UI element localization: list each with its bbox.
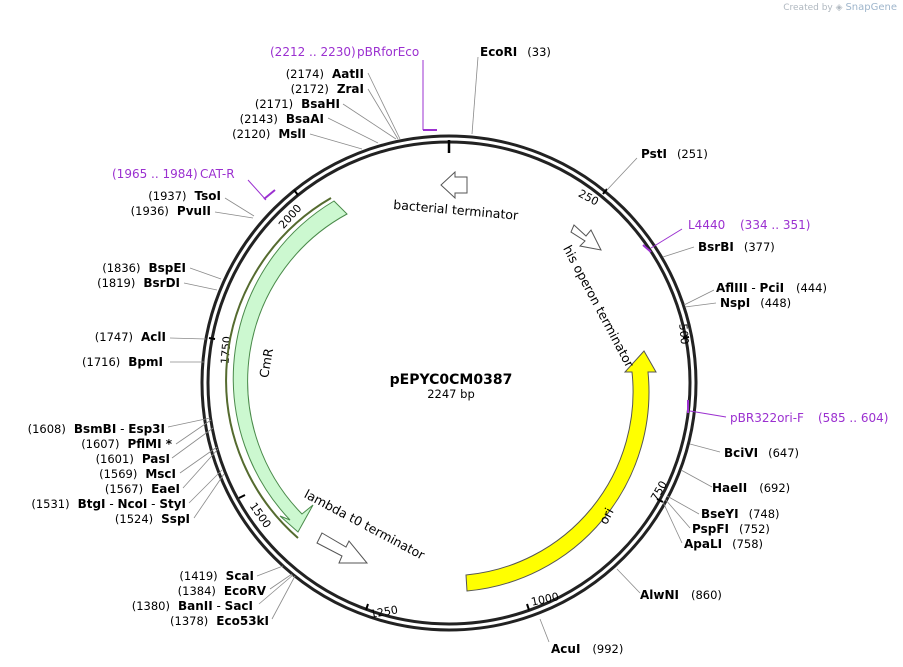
tick-1500-mark [238,494,246,499]
enzyme-aatii[interactable]: (2174)AatII [286,67,364,81]
tick-label-1250: 1250 [369,603,399,621]
feature-label-cmr: CmR [256,347,276,379]
primer-cat-r-name: CAT-R [200,167,235,181]
primer-pbr322ori-f-name: pBR322ori-F [730,411,804,425]
tick-label-1500: 1500 [247,500,274,530]
primer-pbr322ori-f-range: (585 .. 604) [818,411,888,425]
tick-2000-mark [293,189,299,196]
enzyme-bcivi[interactable]: BciVI(647) [724,446,799,460]
primer-pbrforeco-range: (2212 .. 2230) [270,45,356,59]
plasmid-name: pEPYC0CM0387 [390,372,513,388]
enzyme-nspi[interactable]: NspI(448) [720,296,791,310]
enzyme-scai[interactable]: (1419)ScaI [179,569,254,583]
his-operon-terminator-arrow[interactable] [570,224,602,251]
enzyme-psti[interactable]: PstI(251) [641,147,708,161]
enzyme-haeii[interactable]: HaeII(692) [712,481,790,495]
enzyme-tsoi[interactable]: (1937)TsoI [148,189,221,203]
tick-500-mark [682,336,690,339]
enzyme-pasi[interactable]: (1601)PasI [96,452,170,466]
enzyme-ecori[interactable]: EcoRI(33) [480,45,551,59]
ori-feature-arrow[interactable] [465,350,657,592]
enzyme-zrai[interactable]: (2172)ZraI [291,82,364,96]
primer-cat-r-leader [247,179,267,201]
cmr-feature-arrow[interactable] [232,200,348,533]
bacterial-terminator-arrow[interactable] [440,170,468,200]
enzyme-eaei[interactable]: (1567)EaeI [105,482,180,496]
primer-pbr322ori-f-leader [689,410,727,418]
feature-label-his-operon-terminator: his operon terminator [560,243,637,371]
plasmid-size: 2247 bp [427,387,475,401]
credit-prefix: Created by [783,3,833,13]
enzyme-bsrbi[interactable]: BsrBI(377) [698,240,775,254]
tick-1750-mark [208,337,216,340]
enzyme-pflmi[interactable]: (1607)PflMI * [81,437,173,451]
snapgene-credit: Created by ◈ SnapGene [783,2,897,13]
enzyme-alwni[interactable]: AlwNI(860) [640,588,722,602]
feature-label-lambda-t0-terminator: lambda t0 terminator [302,486,428,563]
enzyme-leaders-right [471,56,721,643]
enzyme-apali[interactable]: ApaLI(758) [684,537,763,551]
primer-l4440[interactable]: L4440 (334 .. 351) [642,218,810,253]
primer-pbr322ori-f[interactable]: pBR322ori-F (585 .. 604) [687,400,888,425]
primer-pbrforeco-name: pBRforEco [357,45,419,59]
enzyme-bpmi[interactable]: (1716)BpmI [82,355,163,369]
feature-label-bacterial-terminator: bacterial terminator [393,197,520,223]
enzyme-leaders-left [167,72,401,620]
primer-l4440-range: (334 .. 351) [740,218,810,232]
primer-cat-r-range: (1965 .. 1984) [112,167,198,181]
feature-label-ori: ori [596,505,617,526]
enzyme-pspfi[interactable]: PspFI(752) [692,522,770,536]
enzyme-msli[interactable]: (2120)MslI [232,127,306,141]
enzyme-aflIII-pcii[interactable]: AflIII - PciI(444) [716,281,827,295]
tick-label-500: 500 [676,323,691,345]
tick-250-mark [602,188,608,195]
enzyme-pvuii[interactable]: (1936)PvuII [131,204,211,218]
tick-1000-mark [526,603,530,611]
enzyme-bseyi[interactable]: BseYI(748) [701,507,780,521]
enzyme-ecorv[interactable]: (1384)EcoRV [178,584,267,598]
enzyme-bsrdi[interactable]: (1819)BsrDI [97,276,180,290]
lambda-t0-terminator-arrow[interactable] [316,532,369,564]
primer-l4440-name: L4440 [688,218,725,232]
tick-marks [208,188,690,611]
snapgene-logo-icon: ◈ [835,3,843,13]
cmr-strand-line [225,197,332,539]
enzyme-msci[interactable]: (1569)MscI [99,467,176,481]
credit-brand: SnapGene [845,2,897,13]
enzyme-labels-left: (2174)AatII (2172)ZraI (2171)BsaHI (2143… [28,67,364,628]
enzyme-eco53ki[interactable]: (1378)Eco53kI [170,614,269,628]
primer-cat-r-mark [263,189,276,200]
primer-cat-r[interactable]: (1965 .. 1984) CAT-R [112,167,276,201]
enzyme-acli[interactable]: (1747)AclI [95,330,166,344]
tick-1250-mark [365,603,369,611]
backbone-outer-ring [200,134,698,632]
tick-750-mark [656,498,664,503]
enzyme-acui[interactable]: AcuI(992) [551,642,623,656]
primer-l4440-mark [642,244,652,253]
primer-pbrforeco[interactable]: (2212 .. 2230) pBRforEco [270,45,437,131]
primer-l4440-leader [650,228,683,249]
enzyme-banii-saci[interactable]: (1380)BanII - SacI [132,599,253,613]
enzyme-bsaai[interactable]: (2143)BsaAI [240,112,324,126]
enzyme-bsahi[interactable]: (2171)BsaHI [255,97,340,111]
enzyme-sspi[interactable]: (1524)SspI [115,512,190,526]
enzyme-bsmbi-esp3i[interactable]: (1608)BsmBI - Esp3I [28,422,165,436]
enzyme-labels-right: EcoRI(33) PstI(251) BsrBI(377) AflIII - … [480,45,827,656]
enzyme-bspei[interactable]: (1836)BspEI [102,261,186,275]
tick-label-1000: 1000 [530,590,560,609]
enzyme-btgi-ncoi-styi[interactable]: (1531)BtgI - NcoI - StyI [31,497,186,511]
tick-label-250: 250 [576,187,601,208]
